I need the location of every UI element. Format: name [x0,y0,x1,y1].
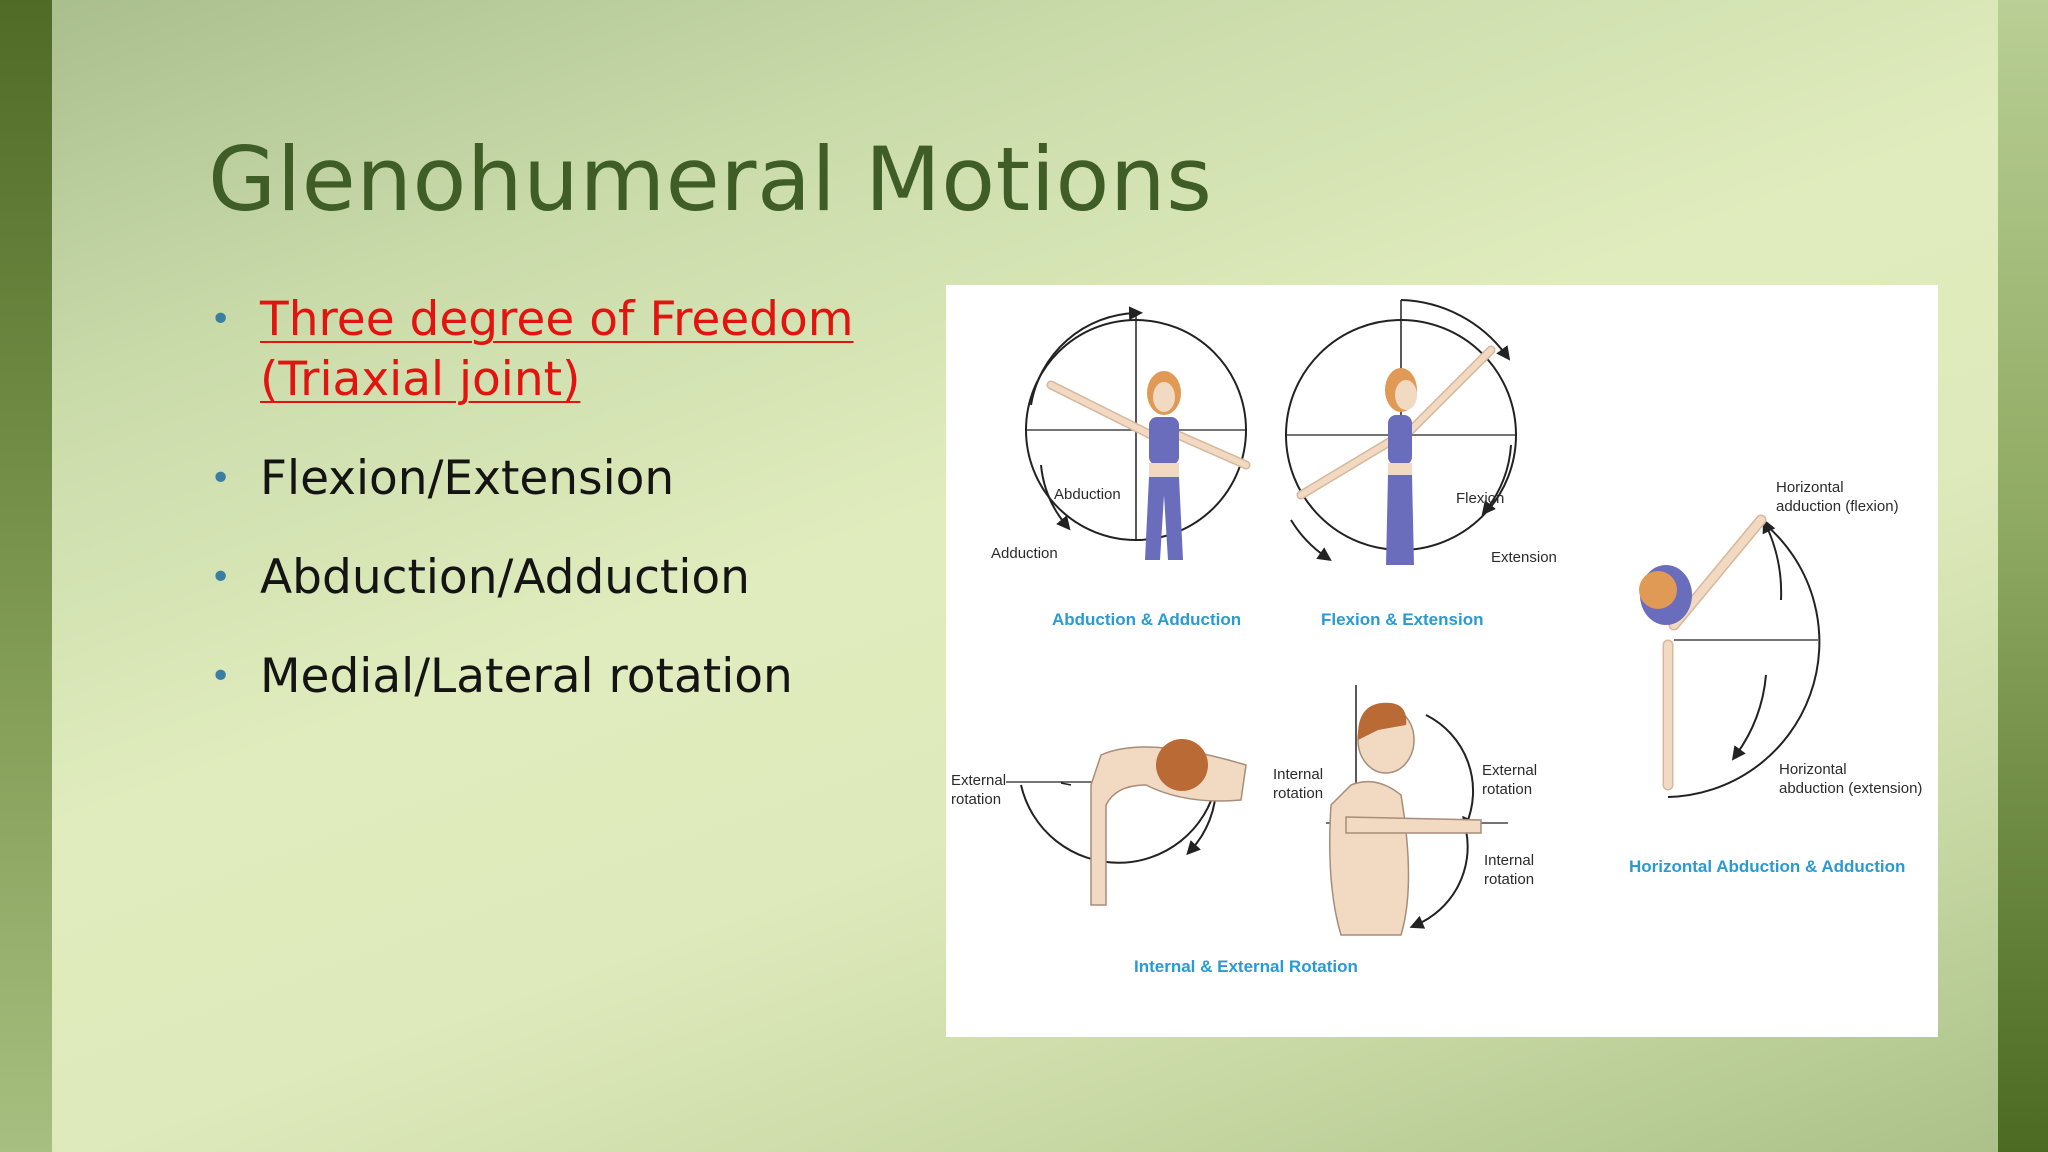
horizontal-abduction-label-1: Horizontal [1779,761,1847,778]
bullet-dot-icon: • [210,458,232,499]
bullet-dot-icon: • [210,557,232,598]
extension-label: Extension [1491,549,1557,566]
bullet-list: • Three degree of Freedom (Triaxial join… [208,290,888,746]
right-accent-stripe [1998,0,2048,1152]
bullet-dot-icon: • [210,299,232,340]
side-external-rotation-label-2: rotation [1482,781,1532,798]
abduction-panel: Abduction Adduction Abduction & Adductio… [991,306,1251,629]
bullet-item-rotation: • Medial/Lateral rotation [208,647,888,707]
adduction-label: Adduction [991,545,1058,562]
horizontal-abduction-label-2: abduction (extension) [1779,780,1922,797]
bullet-dot-icon: • [210,656,232,697]
bullet-text: Medial/Lateral rotation [260,649,793,704]
internal-rotation-label-2: rotation [1273,785,1323,802]
glenohumeral-motion-diagram: Abduction Adduction Abduction & Adductio… [946,285,1938,1037]
external-rotation-label-2: rotation [951,791,1001,808]
internal-rotation-label-1: Internal [1273,766,1323,783]
left-accent-stripe [0,0,52,1152]
motion-illustration: Abduction Adduction Abduction & Adductio… [951,299,1922,976]
side-external-rotation-label-1: External [1482,762,1537,779]
bullet-item-freedom[interactable]: • Three degree of Freedom (Triaxial join… [208,290,888,410]
bullet-text: Flexion/Extension [260,451,675,506]
bullet-item-flexion: • Flexion/Extension [208,449,888,509]
external-rotation-label-1: External [951,772,1006,789]
flexion-caption: Flexion & Extension [1321,610,1483,629]
horizontal-adduction-label-1: Horizontal [1776,479,1844,496]
horizontal-panel: Horizontal adduction (flexion) Horizonta… [1629,479,1922,876]
slide-title: Glenohumeral Motions [208,128,1213,231]
bullet-item-abduction: • Abduction/Adduction [208,548,888,608]
rotation-top-panel: External rotation Internal rotation [951,739,1323,906]
abduction-caption: Abduction & Adduction [1052,610,1241,629]
side-internal-rotation-label-2: rotation [1484,871,1534,888]
side-internal-rotation-label-1: Internal [1484,852,1534,869]
bullet-text: Abduction/Adduction [260,550,750,605]
horizontal-adduction-label-2: adduction (flexion) [1776,498,1899,515]
horizontal-caption: Horizontal Abduction & Adduction [1629,857,1905,876]
flexion-panel: Flexion Extension Flexion & Extension [1285,299,1557,629]
rotation-caption: Internal & External Rotation [1134,957,1358,976]
flexion-label: Flexion [1456,490,1504,507]
rotation-side-panel: External rotation Internal rotation Inte… [1134,685,1537,976]
freedom-link[interactable]: Three degree of Freedom (Triaxial joint) [260,292,854,407]
abduction-label: Abduction [1054,486,1121,503]
